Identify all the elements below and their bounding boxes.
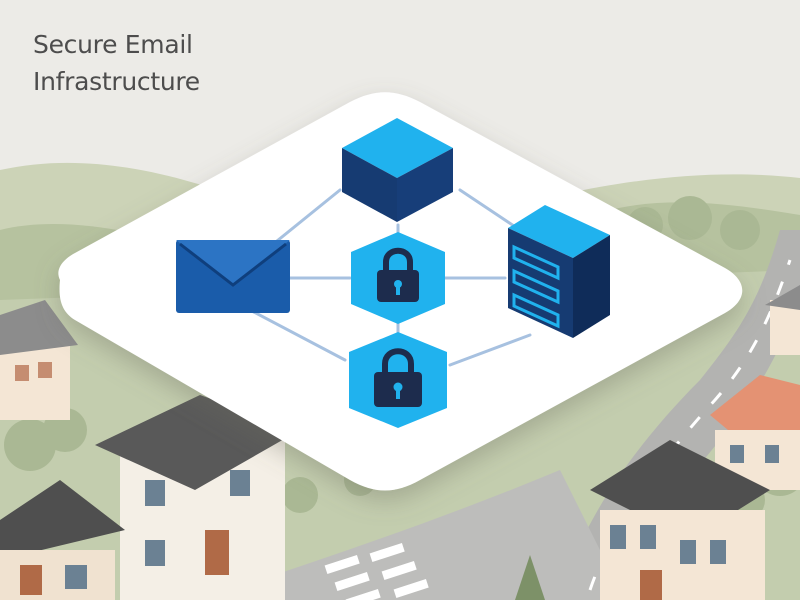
lock-icon [349, 332, 447, 428]
title-line-2: Infrastructure [33, 67, 200, 96]
road-markings [588, 259, 792, 591]
crosswalk [324, 542, 429, 600]
server-icon [508, 205, 610, 338]
road-lower [200, 470, 625, 600]
envelope-icon [176, 240, 290, 313]
tree-cone [515, 555, 545, 600]
title-line-1: Secure Email [33, 30, 193, 59]
lock-icon [351, 232, 445, 324]
house-right [710, 375, 800, 490]
page-title: Secure Email Infrastructure [33, 26, 200, 100]
house-bottom-right [590, 440, 770, 600]
house-left [0, 300, 78, 420]
cube-icon [342, 118, 453, 222]
road [560, 230, 800, 600]
house-far-right [765, 285, 800, 355]
house-bottom-left [0, 480, 125, 600]
connectors [233, 188, 532, 367]
